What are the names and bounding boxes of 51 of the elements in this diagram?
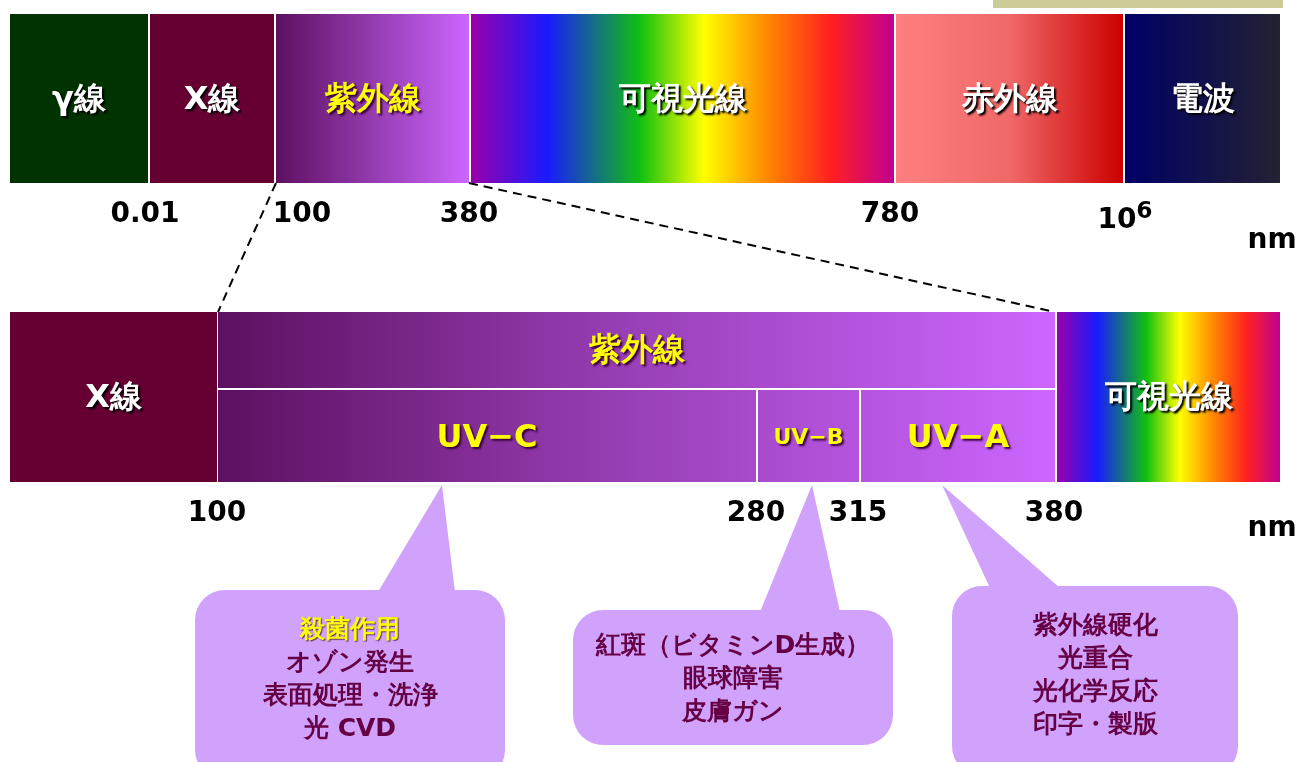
callout-text: オゾン発生 [286, 646, 414, 678]
wavelength-label: 0.01 [110, 196, 180, 229]
callout-tail [942, 485, 1060, 588]
spectrum-band [10, 312, 217, 482]
spectrum-band [1125, 14, 1280, 183]
band-label: UV−C [436, 417, 538, 455]
band-label: UV−A [906, 417, 1010, 455]
callout-text: 皮膚ガン [682, 695, 784, 727]
callout-text: 光重合 [1057, 642, 1133, 674]
spectrum-band [861, 390, 1055, 482]
wavelength-label: 100 [272, 196, 332, 229]
spectrum-band [1057, 312, 1280, 482]
band-label: 紫外線 [324, 77, 421, 119]
spectrum-band [218, 390, 756, 482]
wavelength-label: 280 [726, 495, 786, 528]
callout-text: 紫外線硬化 [1032, 609, 1158, 641]
callout-tail [760, 485, 840, 612]
callout-text: 印字・製版 [1032, 708, 1158, 740]
wavelength-label: 315 [828, 495, 888, 528]
callout-text: 光 CVD [303, 712, 397, 744]
band-label: 紫外線 [588, 329, 685, 370]
callout-tail [378, 485, 455, 592]
band-label: UV−B [773, 423, 844, 449]
spectrum-band [471, 14, 894, 183]
spectrum-band [276, 14, 469, 183]
wavelength-label: 10$^{6}$ [1097, 196, 1153, 236]
callout-text: 表面処理・洗浄 [262, 679, 438, 711]
band-label: 赤外線 [961, 77, 1058, 119]
callout-bubble [195, 590, 505, 762]
wavelength-label: 780 [860, 196, 920, 229]
wavelength-label: 380 [439, 196, 499, 229]
callout-text: 光化学反応 [1032, 675, 1158, 707]
band-label: 可視光線 [618, 77, 747, 119]
dashed-leader-line [217, 182, 277, 313]
band-label: γ線 [52, 77, 106, 119]
wavelength-label: nm [1247, 510, 1297, 543]
band-label: X線 [183, 77, 241, 119]
spectrum-band [758, 390, 859, 482]
wavelength-label: nm [1247, 222, 1297, 255]
spectrum-band [150, 14, 274, 183]
spectrum-band [896, 14, 1123, 183]
band-label: 可視光線 [1104, 376, 1233, 417]
callout-text: 殺菌作用 [300, 613, 400, 645]
band-label: 電波 [1170, 77, 1235, 119]
callout-text: 紅斑（ビタミンD生成） [595, 629, 871, 661]
callout-text: 眼球障害 [683, 662, 783, 694]
spectrum-band [218, 312, 1055, 388]
spectrum-band [10, 14, 148, 183]
wavelength-label: 380 [1024, 495, 1084, 528]
band-label: X線 [85, 376, 142, 417]
wavelength-label: 100 [187, 495, 247, 528]
